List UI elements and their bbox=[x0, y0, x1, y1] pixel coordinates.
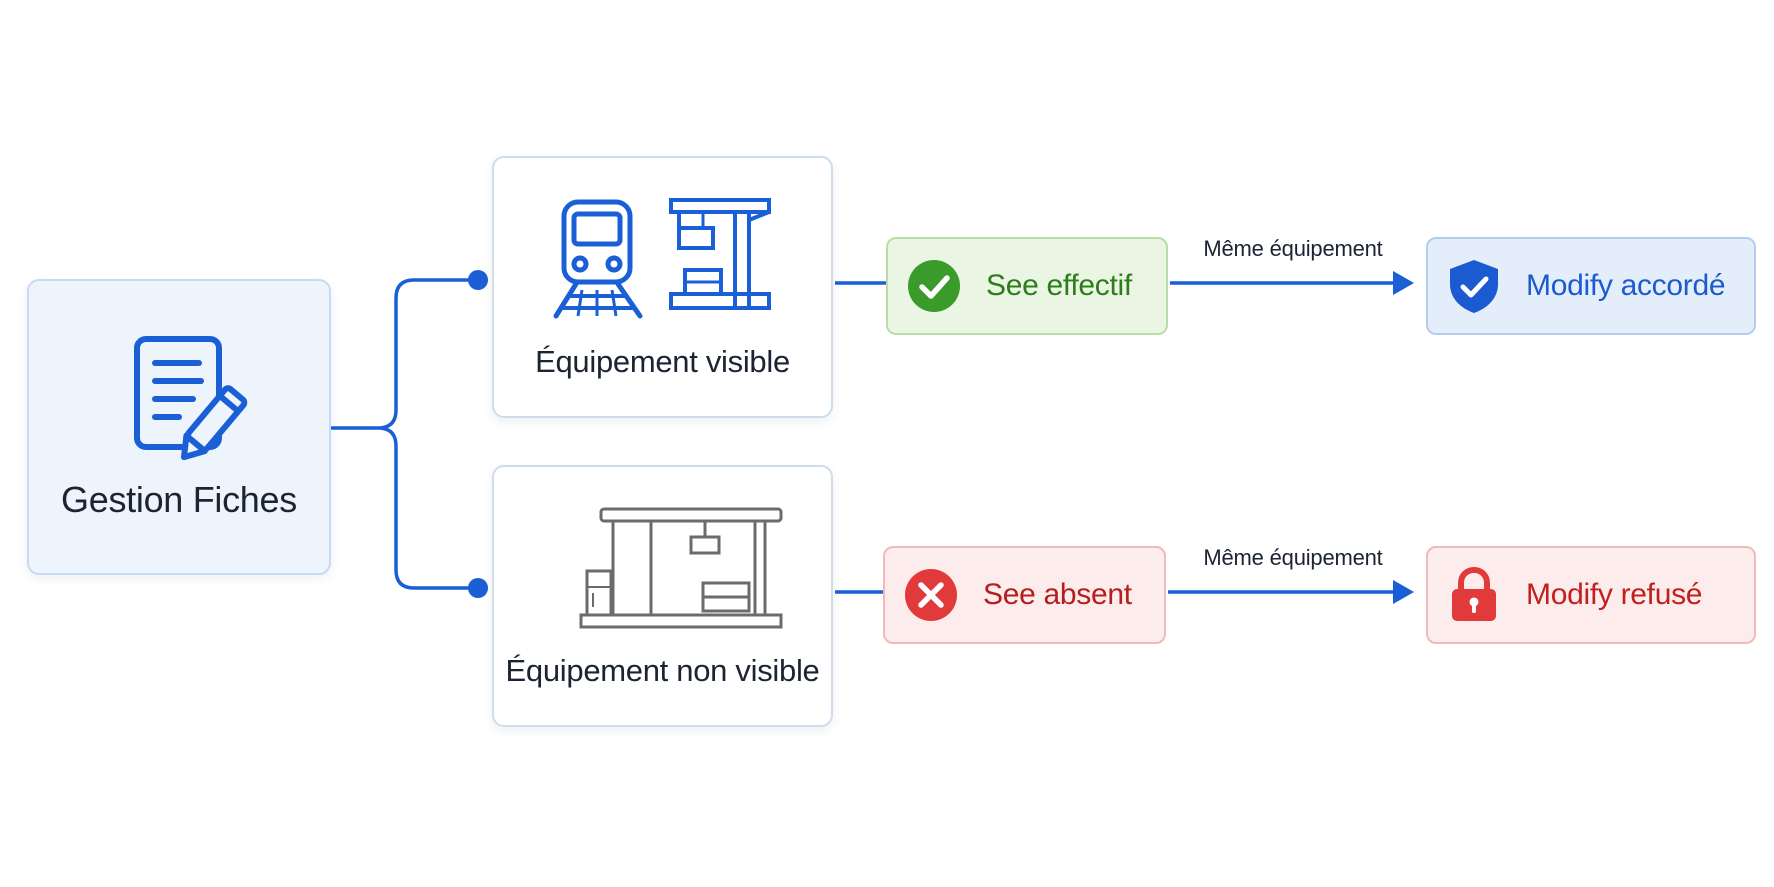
modify-accorde-label: Modify accordé bbox=[1526, 269, 1726, 302]
station-crane-icon bbox=[668, 198, 771, 310]
branch-visible-icons bbox=[494, 198, 831, 328]
root-node-label: Gestion Fiches bbox=[61, 479, 297, 520]
root-node-gestion-fiches: Gestion Fiches bbox=[27, 279, 331, 575]
branch-non-visible-icons bbox=[494, 507, 831, 637]
branch-equipement-visible: Équipement visible bbox=[492, 156, 833, 418]
connector-dot-top bbox=[468, 270, 488, 290]
edge-label-top: Même équipement bbox=[1203, 236, 1383, 261]
branch-visible-label: Équipement visible bbox=[535, 344, 790, 379]
train-icon bbox=[553, 199, 643, 319]
modify-refuse-node: Modify refusé bbox=[1426, 546, 1756, 644]
arrowhead-bottom bbox=[1393, 580, 1414, 604]
modify-refuse-label: Modify refusé bbox=[1526, 578, 1703, 611]
branch-equipement-non-visible: Équipement non visible bbox=[492, 465, 833, 727]
edge-label-bottom: Même équipement bbox=[1203, 545, 1383, 570]
see-effectif-label: See effectif bbox=[986, 269, 1132, 302]
document-edit-icon bbox=[134, 336, 248, 461]
see-absent-label: See absent bbox=[983, 578, 1132, 611]
modify-accorde-node: Modify accordé bbox=[1426, 237, 1756, 335]
padlock-icon bbox=[1452, 567, 1496, 621]
check-circle-icon bbox=[908, 260, 960, 312]
connector-dot-bottom bbox=[468, 578, 488, 598]
arrowhead-top bbox=[1393, 271, 1414, 295]
branch-non-visible-label: Équipement non visible bbox=[505, 653, 820, 688]
station-shelter-icon bbox=[579, 507, 782, 629]
x-circle-icon bbox=[905, 569, 957, 621]
root-to-branches-connector bbox=[330, 278, 478, 590]
see-effectif-node: See effectif bbox=[886, 237, 1168, 335]
shield-check-icon bbox=[1450, 260, 1498, 313]
see-absent-node: See absent bbox=[883, 546, 1166, 644]
